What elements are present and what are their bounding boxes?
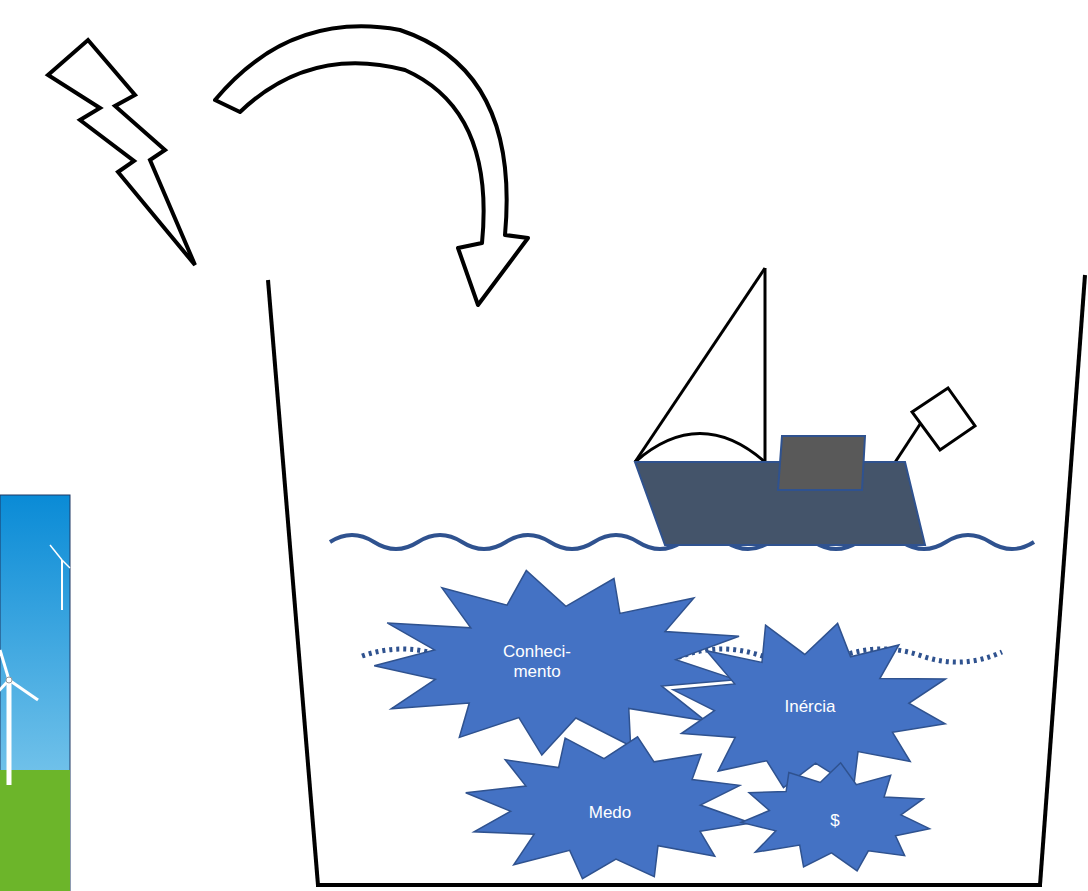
lightning-bolt [48, 40, 195, 265]
starburst-fill [466, 737, 751, 879]
starburst-fill [673, 623, 945, 787]
node-label: $ [815, 811, 855, 831]
boat [635, 268, 975, 545]
curved-arrow [215, 26, 528, 305]
starburst-fill [741, 763, 929, 871]
starburst-shape: Inércia [672, 622, 948, 792]
starburst-shape: Medo [468, 734, 752, 882]
node-label: Inércia [765, 697, 855, 717]
starburst-shape: $ [738, 764, 932, 872]
wind-turbine-picture [0, 495, 70, 891]
node-label: Conheci- mento [497, 642, 577, 682]
starburst-fill [374, 571, 739, 756]
bucket [268, 275, 1085, 885]
node-label: Medo [565, 803, 655, 823]
starburst-shape: Conheci- mento [372, 572, 742, 752]
